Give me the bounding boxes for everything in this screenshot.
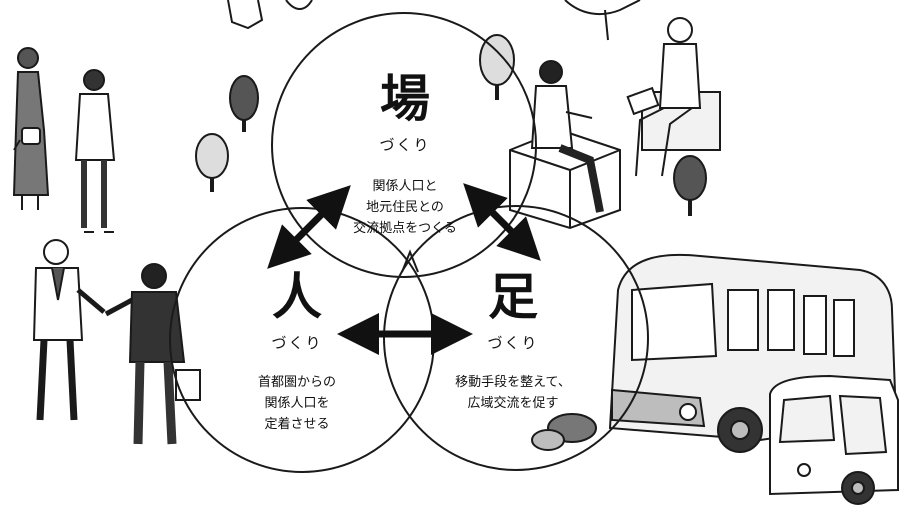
tree-icon bbox=[195, 75, 259, 192]
arrow-ba-ashi bbox=[463, 183, 541, 261]
tree-icon bbox=[479, 34, 707, 216]
ashi-description-line: 広域交流を促す bbox=[467, 396, 559, 411]
ba-description-line: 関係人口と bbox=[372, 179, 438, 194]
ashi-subtitle: づくり bbox=[487, 334, 539, 352]
hito-title: 人 bbox=[272, 268, 322, 326]
relation-arrows bbox=[267, 183, 541, 355]
hito-description-line: 首都圏からの bbox=[257, 375, 336, 390]
hito-subtitle: づくり bbox=[271, 334, 323, 352]
couple-icon bbox=[12, 47, 116, 233]
ashi-description-line: 移動手段を整えて、 bbox=[455, 375, 571, 390]
ashi-title: 足 bbox=[488, 268, 538, 326]
business-handshake-icon bbox=[32, 239, 201, 445]
ba-description-line: 地元住民との bbox=[366, 200, 444, 215]
person-with-laptop-icon bbox=[626, 17, 721, 177]
ba-subtitle: づくり bbox=[379, 136, 431, 154]
hito-description-line: 関係人口を bbox=[264, 396, 330, 411]
arrow-ba-hito bbox=[267, 185, 351, 269]
ba-title: 場 bbox=[380, 70, 430, 128]
small-electric-car-icon bbox=[769, 374, 899, 505]
woman-sitting-icon bbox=[509, 60, 621, 230]
bush-icon bbox=[531, 413, 597, 451]
ba-description-line: 交流拠点をつくる bbox=[353, 221, 457, 236]
center-mark bbox=[401, 249, 419, 273]
hito-description-line: 定着させる bbox=[264, 417, 330, 432]
circle-ba bbox=[271, 12, 537, 278]
cropped-figures-top-icon bbox=[227, 0, 641, 41]
